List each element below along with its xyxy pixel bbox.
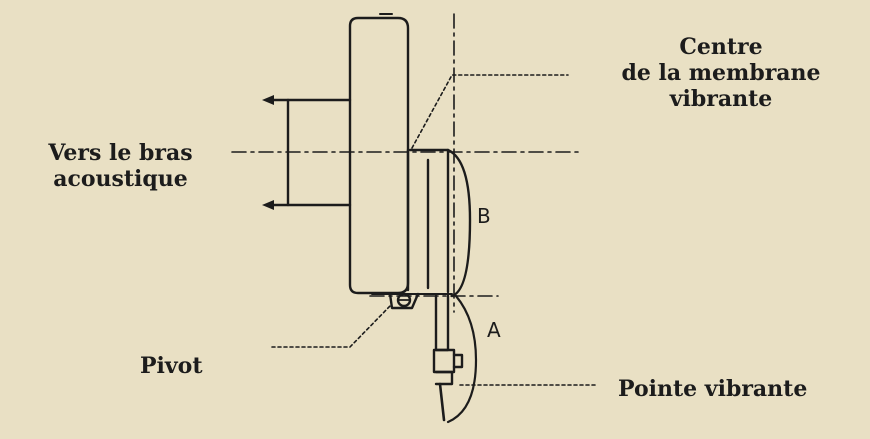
pivot-screw	[396, 292, 412, 308]
needle-guard-a	[446, 294, 478, 424]
label-membrane-center: Centre de la membrane vibrante	[596, 34, 846, 112]
label-membrane-center-l1: Centre	[679, 34, 763, 60]
needle-clamp-screw	[452, 353, 464, 369]
label-membrane-center-l3: vibrante	[669, 86, 773, 112]
label-vibrating-point: Pointe vibrante	[618, 376, 808, 402]
arrow-upper-head	[262, 95, 274, 105]
label-pivot: Pivot	[140, 353, 203, 379]
leader-membrane-center	[411, 74, 569, 149]
needle	[438, 382, 446, 422]
label-acoustic-arm: Vers le bras acoustique	[8, 140, 233, 192]
leader-pivot	[271, 305, 391, 348]
pivot-bracket	[388, 292, 420, 310]
arrow-lower-head	[262, 200, 274, 210]
label-acoustic-arm-l1: Vers le bras	[48, 140, 193, 166]
label-part-b: B	[477, 204, 491, 228]
needle-holder-collar	[434, 370, 454, 386]
label-membrane-center-l2: de la membrane	[621, 60, 821, 86]
stylus-bar-guard	[446, 148, 472, 298]
label-acoustic-arm-l2: acoustique	[53, 166, 188, 192]
needle-holder-stem	[434, 294, 450, 352]
label-part-a: A	[487, 318, 501, 342]
soundbox-body	[348, 16, 410, 295]
needle-clamp-body	[432, 348, 456, 374]
